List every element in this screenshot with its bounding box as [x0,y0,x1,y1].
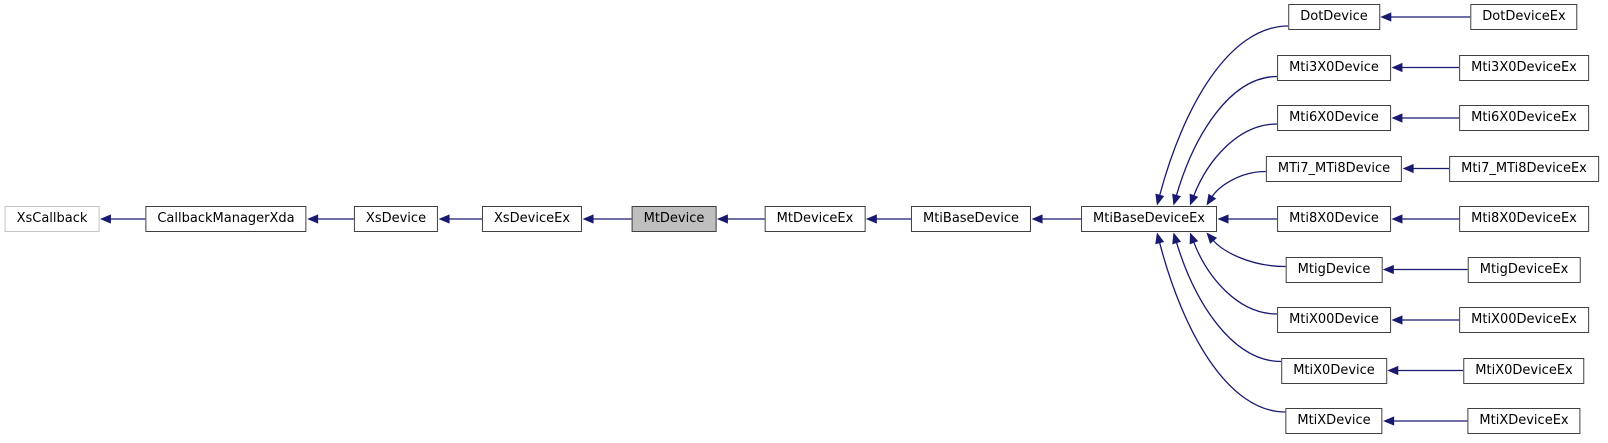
inheritance-arrowhead [1206,232,1218,244]
class-node-MtiX0DeviceEx[interactable]: MtiX0DeviceEx [1463,357,1585,384]
inheritance-arrowhead [1387,365,1399,376]
inheritance-arrowhead [307,214,319,224]
class-node-MtiXDevice[interactable]: MtiXDevice [1285,408,1383,434]
class-node-MTi7_MTi8Device[interactable]: MTi7_MTi8Device [1265,155,1403,182]
inheritance-edge [1192,123,1278,197]
inheritance-arrowhead [1380,12,1392,22]
inheritance-arrowhead [1391,113,1403,123]
inheritance-edge [1212,239,1286,268]
class-node-DotDevice[interactable]: DotDevice [1288,4,1380,30]
inheritance-arrowhead [1155,232,1165,245]
inheritance-edge [1211,170,1266,198]
inheritance-arrowhead [1155,193,1165,206]
inheritance-edge [1175,75,1278,197]
inheritance-arrowhead [438,214,450,224]
inheritance-edge [1175,241,1282,363]
class-node-MtiBaseDevice[interactable]: MtiBaseDevice [910,206,1032,232]
inheritance-arrowhead [1031,214,1043,224]
inheritance-arrowhead [1391,62,1403,73]
class-node-MtiX0Device[interactable]: MtiX0Device [1281,357,1387,384]
inheritance-arrowhead [1172,232,1182,245]
class-node-MtiXDeviceEx[interactable]: MtiXDeviceEx [1467,408,1581,434]
inheritance-edge [1158,242,1286,413]
class-node-XsDevice[interactable]: XsDevice [353,206,439,232]
inheritance-arrowhead [99,214,111,224]
inheritance-arrowhead [1217,214,1229,224]
class-node-MtigDevice[interactable]: MtigDevice [1285,256,1383,283]
class-node-MtiX00Device[interactable]: MtiX00Device [1277,307,1391,333]
class-node-MtiBaseDeviceEx[interactable]: MtiBaseDeviceEx [1081,206,1217,232]
class-node-DotDeviceEx[interactable]: DotDeviceEx [1470,4,1578,30]
inheritance-arrowhead [582,214,594,224]
inheritance-arrowhead [1189,232,1199,245]
class-node-XsCallback: XsCallback [4,206,100,232]
inheritance-edge [1192,241,1278,315]
class-node-XsDeviceEx[interactable]: XsDeviceEx [481,206,583,232]
class-node-Mti3X0Device[interactable]: Mti3X0Device [1277,54,1391,81]
class-node-Mti3X0DeviceEx[interactable]: Mti3X0DeviceEx [1459,54,1589,81]
inheritance-arrowhead [1402,163,1414,174]
inheritance-arrowhead [1391,315,1403,325]
inheritance-arrowhead [865,214,877,224]
class-node-MtiX00DeviceEx[interactable]: MtiX00DeviceEx [1459,307,1589,333]
class-node-MtigDeviceEx[interactable]: MtigDeviceEx [1467,256,1581,283]
class-node-CallbackManagerXda[interactable]: CallbackManagerXda [145,206,307,232]
class-node-MtDevice: MtDevice [631,206,717,232]
class-node-Mti6X0DeviceEx[interactable]: Mti6X0DeviceEx [1459,105,1589,131]
class-node-Mti7_MTi8DeviceEx[interactable]: Mti7_MTi8DeviceEx [1449,155,1599,182]
inheritance-arrowhead [1206,193,1217,206]
class-node-Mti8X0DeviceEx[interactable]: Mti8X0DeviceEx [1459,206,1589,232]
inheritance-arrowhead [1383,416,1395,426]
inheritance-arrowhead [1382,264,1394,275]
class-node-MtDeviceEx[interactable]: MtDeviceEx [764,206,866,232]
inheritance-arrowhead [1391,214,1403,224]
class-node-Mti8X0Device[interactable]: Mti8X0Device [1277,206,1391,232]
inheritance-arrowhead [1189,193,1199,206]
inheritance-arrowhead [716,214,728,224]
class-node-Mti6X0Device[interactable]: Mti6X0Device [1277,105,1391,131]
inheritance-edge [1158,25,1289,197]
inheritance-arrowhead [1172,193,1181,206]
